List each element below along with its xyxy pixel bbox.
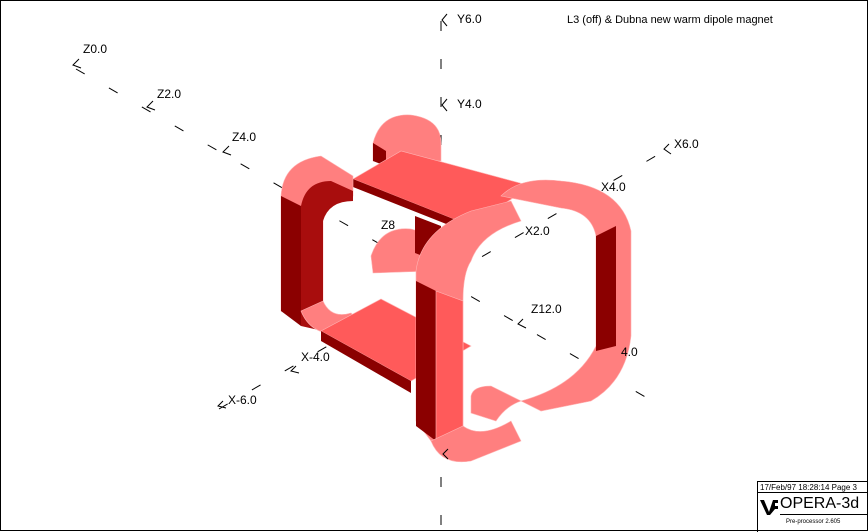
axis-label-partial: 4.0 bbox=[621, 345, 638, 359]
coil-top-bend bbox=[372, 114, 442, 166]
axis-label-z8: Z8 bbox=[381, 218, 395, 232]
coil-right bbox=[470, 179, 632, 422]
info-product: OPERA-3d bbox=[780, 495, 860, 512]
info-date: 17/Feb/97 18:28:14 Page 3 bbox=[758, 482, 868, 493]
axis-label-y4: Y4.0 bbox=[457, 97, 482, 111]
vector-fields-logo-icon bbox=[760, 500, 778, 515]
coil-front-frame bbox=[415, 200, 522, 463]
axis-label-z0: Z0.0 bbox=[83, 42, 107, 56]
coil-top-plate-edge bbox=[353, 179, 471, 233]
axis-label-x6: X6.0 bbox=[674, 137, 699, 151]
axis-label-x4: X4.0 bbox=[601, 180, 626, 194]
coil-left bbox=[280, 155, 362, 335]
info-divider bbox=[780, 514, 868, 515]
plot-title: L3 (off) & Dubna new warm dipole magnet bbox=[567, 14, 773, 26]
axis-label-x2: X2.0 bbox=[525, 224, 550, 238]
axis-labels: Y6.0 Y4.0 Z0.0 Z2.0 Z4.0 Z8 Z12.0 X6.0 X… bbox=[83, 12, 699, 407]
info-subtitle: Pre-processor 2.605 bbox=[786, 519, 841, 525]
info-box: 17/Feb/97 18:28:14 Page 3 OPERA-3d Pre-p… bbox=[757, 481, 868, 532]
axis-label-xm4: X-4.0 bbox=[301, 350, 330, 364]
axis-label-y6: Y6.0 bbox=[457, 12, 482, 26]
axis-label-z12: Z12.0 bbox=[531, 302, 562, 316]
coil-bottom-plate-edge bbox=[321, 331, 411, 393]
axis-label-xm6: X-6.0 bbox=[228, 393, 257, 407]
axis-ticks bbox=[72, 13, 672, 460]
axis-label-z2: Z2.0 bbox=[157, 87, 181, 101]
axis-label-z4: Z4.0 bbox=[232, 130, 256, 144]
